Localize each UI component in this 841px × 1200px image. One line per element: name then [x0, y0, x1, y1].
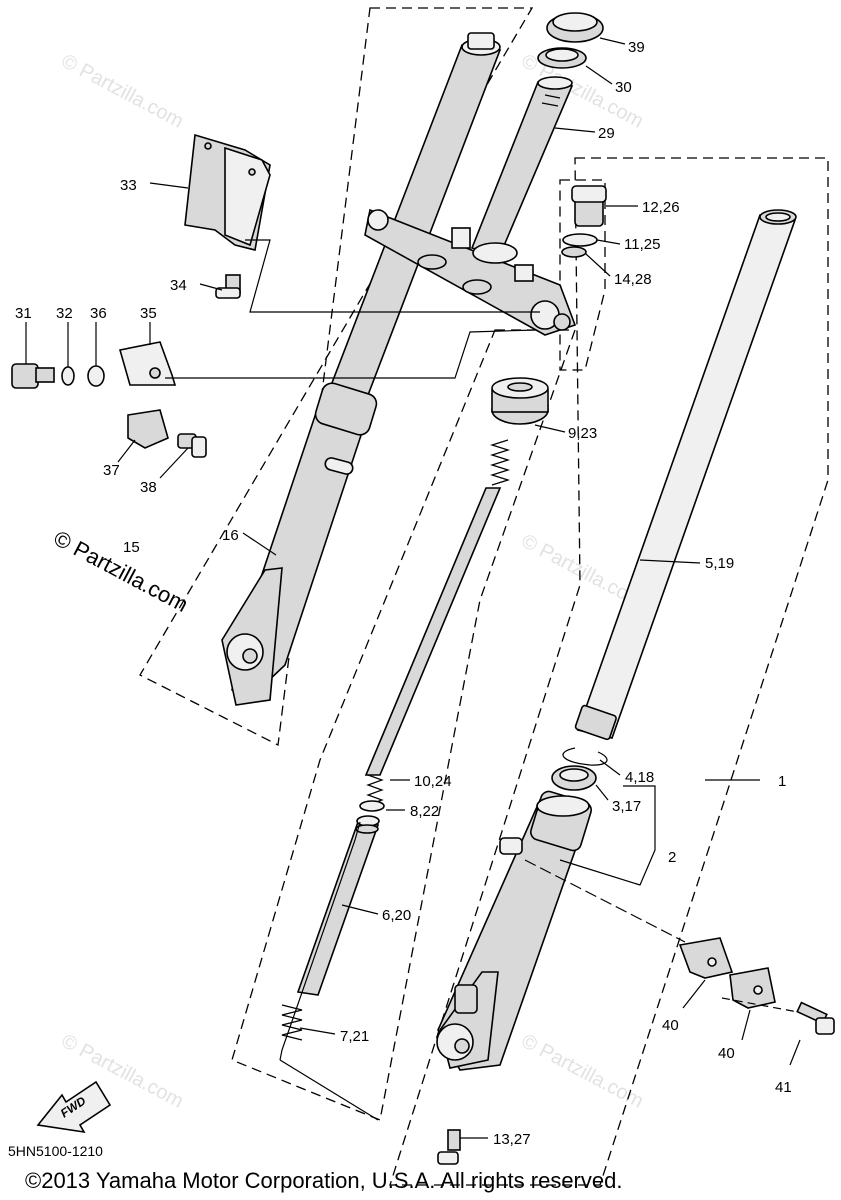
label-31: 31	[15, 305, 32, 322]
label-41: 41	[775, 1079, 792, 1096]
inner-tube-5	[574, 209, 797, 741]
oil-seal-9	[491, 377, 549, 425]
bolt-34	[215, 274, 241, 299]
fork-spring	[364, 439, 511, 776]
label-35: 35	[140, 305, 157, 322]
label-39: 39	[628, 39, 645, 56]
inner-tube-left	[328, 32, 502, 396]
label-3-17: 3,17	[612, 798, 641, 815]
label-13-27: 13,27	[493, 1131, 531, 1148]
diagram-code: 5HN5100-1210	[8, 1143, 103, 1159]
rebound-spring-10	[366, 774, 384, 806]
part-labels: 39 30 29 12,26 11,25 14,28 33 34 31 32 3…	[15, 39, 792, 1148]
outer-tube-right	[436, 790, 592, 1071]
label-14-28: 14,28	[614, 271, 652, 288]
steering-stem-29	[470, 76, 574, 256]
label-12-26: 12,26	[642, 199, 680, 216]
label-2: 2	[668, 849, 676, 866]
guide-cover-33	[184, 133, 271, 251]
seal-3	[551, 765, 597, 791]
label-15: 15	[123, 539, 140, 556]
clamp-37	[127, 409, 169, 449]
partzilla-watermark: © Partzilla.com	[50, 525, 193, 617]
bearing-30	[537, 47, 587, 69]
under-bracket	[364, 208, 577, 336]
label-40a: 40	[662, 1017, 679, 1034]
ring-8	[359, 800, 385, 812]
label-11-25: 11,25	[624, 236, 660, 253]
label-9-23: 9,23	[568, 425, 597, 442]
label-36: 36	[90, 305, 107, 322]
washer-32	[61, 366, 75, 386]
hose-guide-35	[118, 341, 177, 386]
bolt-group-outline	[559, 179, 606, 371]
cap-bolt-12	[571, 185, 607, 227]
label-1: 1	[778, 773, 786, 790]
label-8-22: 8,22	[410, 803, 439, 820]
clamp-40a	[678, 937, 734, 979]
watermark: © Partzilla.com	[518, 1030, 647, 1113]
drain-bolt-13	[437, 1129, 461, 1165]
label-7-21: 7,21	[340, 1028, 369, 1045]
label-6-20: 6,20	[382, 907, 411, 924]
label-30: 30	[615, 79, 632, 96]
fwd-arrow-icon: FWD	[36, 1080, 112, 1134]
label-16: 16	[222, 527, 239, 544]
washer-14	[561, 246, 587, 258]
circlip-4	[562, 747, 608, 766]
bearing-cover-39	[546, 12, 604, 43]
bolt-38	[177, 433, 207, 458]
watermark: © Partzilla.com	[58, 50, 187, 133]
bolt-41	[796, 1001, 835, 1035]
damper-rod-6	[296, 815, 380, 996]
outer-slider-16	[221, 382, 378, 706]
label-33: 33	[120, 177, 137, 194]
inner-fork-outline	[231, 329, 576, 1121]
leader-lines	[25, 37, 801, 1139]
label-10-24: 10,24	[414, 773, 452, 790]
o-ring-11	[562, 233, 598, 247]
label-38: 38	[140, 479, 157, 496]
washer-36	[87, 365, 105, 387]
label-4-18: 4,18	[625, 769, 654, 786]
clamp-40b	[729, 967, 776, 1009]
label-34: 34	[170, 277, 187, 294]
label-5-19: 5,19	[705, 555, 734, 572]
bolt-31	[11, 363, 55, 389]
label-32: 32	[56, 305, 73, 322]
copyright-notice: ©2013 Yamaha Motor Corporation, U.S.A. A…	[25, 1168, 622, 1193]
label-29: 29	[598, 125, 615, 142]
assembly-1-outline	[389, 157, 829, 1186]
label-40b: 40	[718, 1045, 735, 1062]
label-37: 37	[103, 462, 120, 479]
